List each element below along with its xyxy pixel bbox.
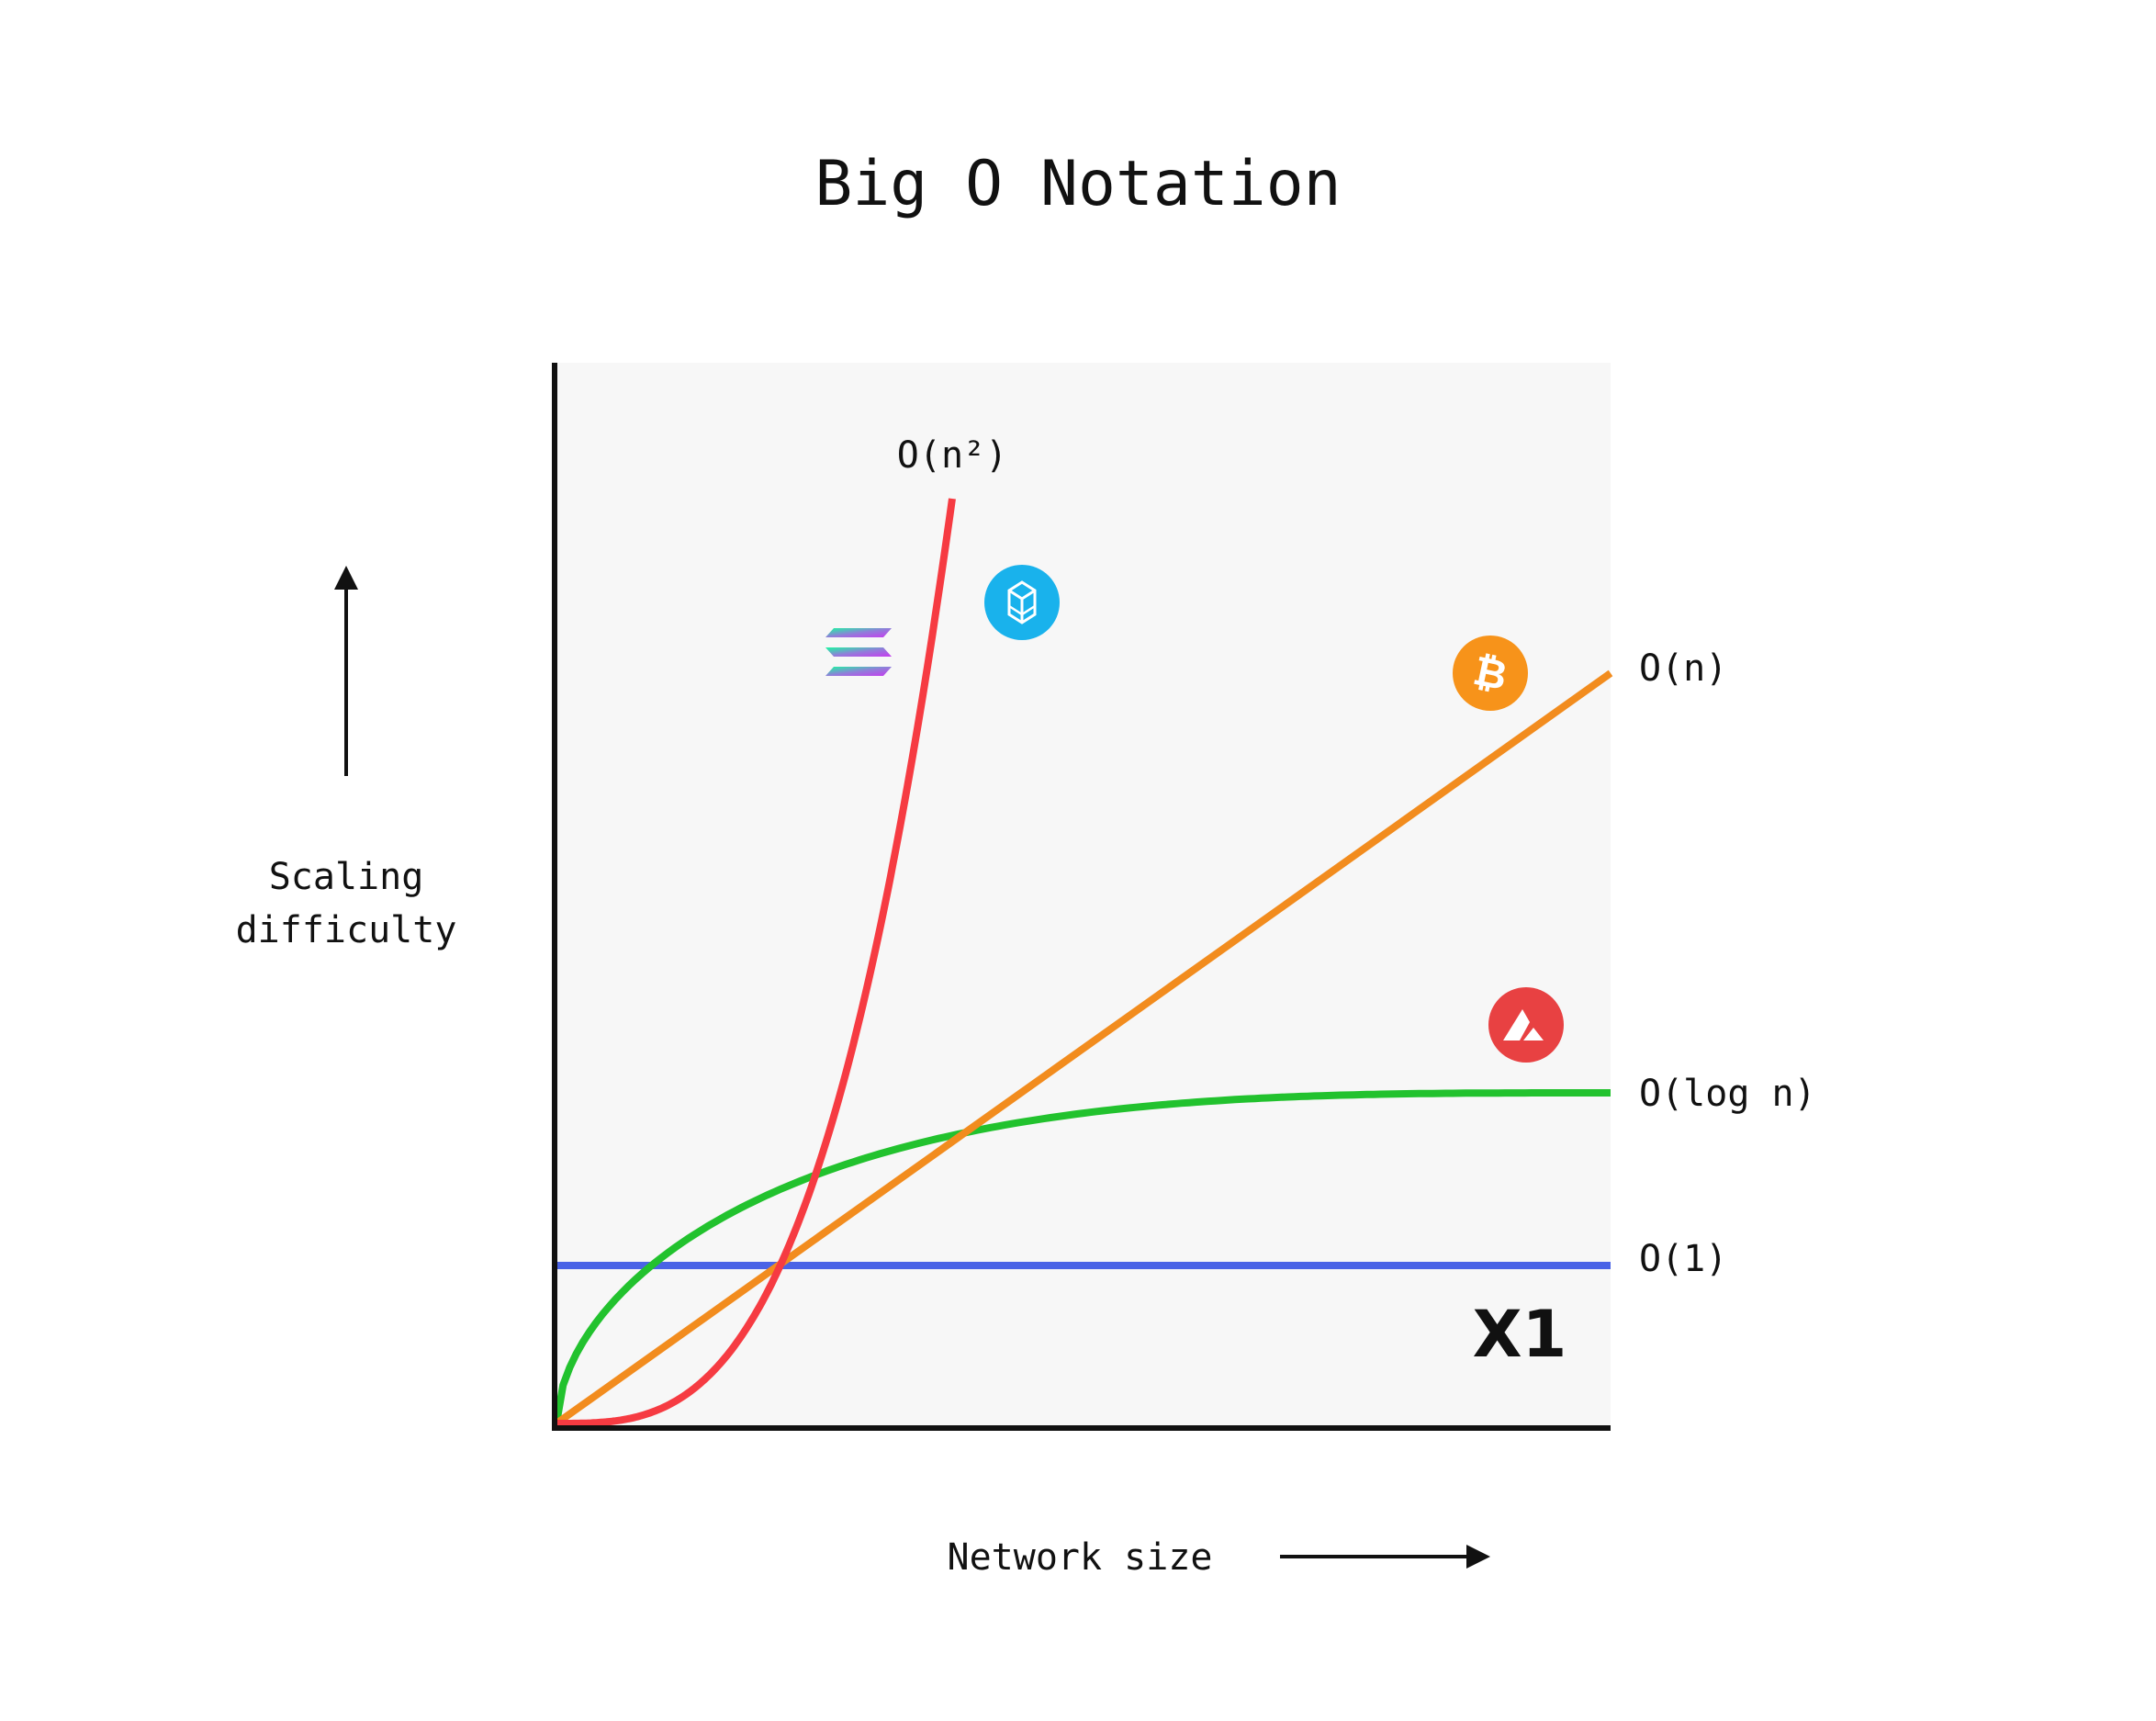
x-axis-label: Network size	[948, 1536, 1213, 1579]
solana-logo-icon	[825, 628, 892, 676]
series-label-o-n: O(n)	[1639, 647, 1727, 690]
series-line-o-log-n	[553, 1089, 1611, 1424]
y-axis-label-line-1: Scaling	[269, 856, 424, 898]
series-label-o-1: O(1)	[1639, 1238, 1727, 1280]
fantom-logo-icon	[984, 565, 1060, 640]
chart-title: Big O Notation	[814, 148, 1341, 220]
avalanche-logo-icon	[1488, 987, 1564, 1063]
series-label-o-log-n: O(log n)	[1639, 1073, 1816, 1115]
y-axis-label-line-2: difficulty	[236, 909, 457, 951]
series-line-o-n	[554, 669, 1613, 1427]
bitcoin-logo-icon: ₿	[1453, 636, 1528, 711]
x1-watermark: X1	[1473, 1297, 1567, 1372]
plot-area	[555, 363, 1611, 1428]
series-label-o-n-squared: O(n²)	[897, 434, 1007, 477]
series-line-o-n-squared	[556, 498, 956, 1427]
x-axis-arrow-head	[1466, 1545, 1490, 1569]
y-axis-arrow-head	[334, 566, 358, 590]
